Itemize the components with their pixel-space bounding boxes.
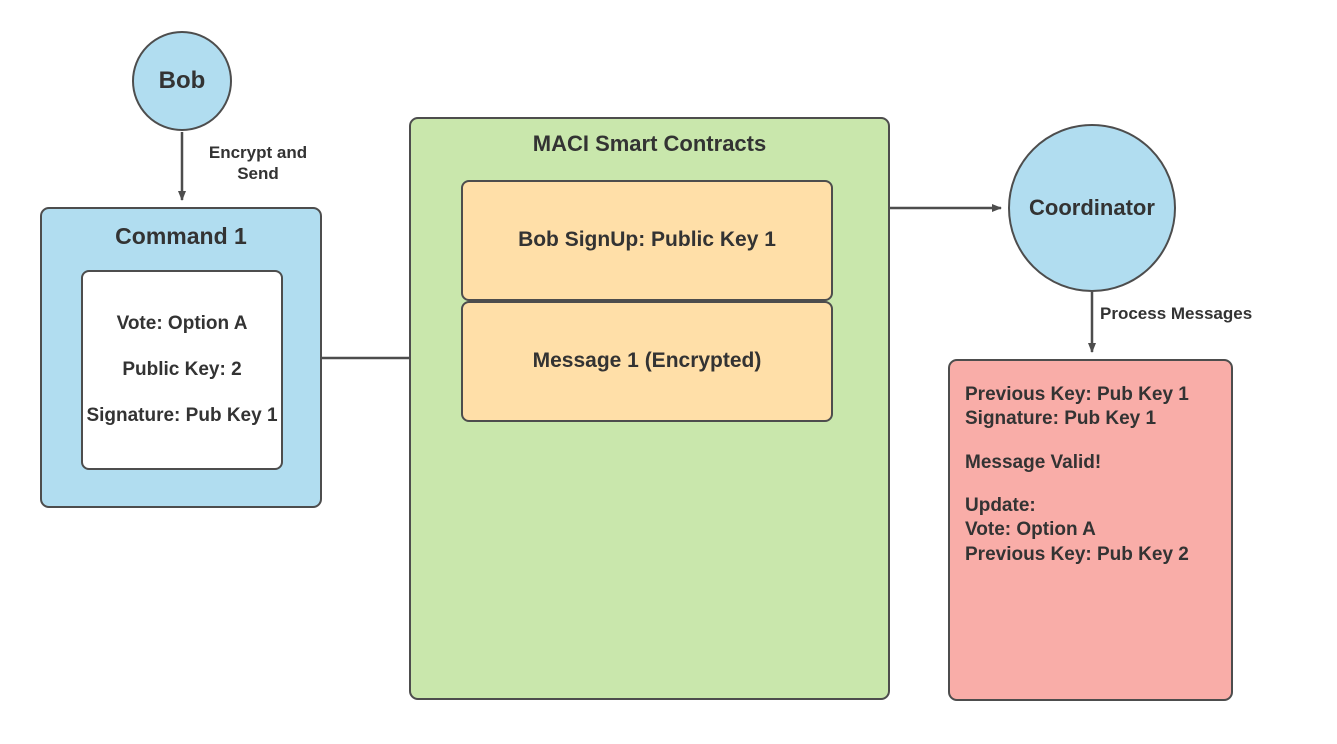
result-line-update-previous-key: Previous Key: Pub Key 2 [965,543,1189,565]
node-coordinator[interactable]: Coordinator [1008,124,1176,292]
node-maci-title: MACI Smart Contracts [532,131,767,156]
node-coordinator-label: Coordinator [1029,194,1155,220]
result-line-signature: Signature: Pub Key 1 [965,408,1157,430]
command-detail-vote: Vote: Option A [116,312,248,334]
maci-item-message-1-label: Message 1 (Encrypted) [532,349,762,373]
maci-item-bob-signup-label: Bob SignUp: Public Key 1 [518,228,776,252]
result-line-update-header: Update: [965,494,1036,516]
node-maci-smart-contracts[interactable]: MACI Smart Contracts Bob SignUp: Public … [409,117,890,700]
result-line-previous-key: Previous Key: Pub Key 1 [965,384,1189,405]
result-line-update-vote: Vote: Option A [965,519,1096,541]
node-bob-label: Bob [158,66,206,94]
node-process-result[interactable]: Previous Key: Pub Key 1 Signature: Pub K… [948,359,1233,701]
node-bob[interactable]: Bob [132,31,232,131]
edge-label-process-messages: Process Messages [1100,304,1253,323]
maci-item-message-1[interactable]: Message 1 (Encrypted) [461,301,833,422]
command-detail-signature: Signature: Pub Key 1 [86,405,278,427]
edge-label-encrypt-and-send: Encrypt and Send [208,143,308,184]
node-command-1[interactable]: Command 1 Vote: Option A Public Key: 2 S… [40,207,322,508]
node-command-1-title: Command 1 [115,223,247,249]
result-line-message-valid: Message Valid! [965,451,1102,473]
maci-item-bob-signup[interactable]: Bob SignUp: Public Key 1 [461,180,833,301]
command-1-details-box: Vote: Option A Public Key: 2 Signature: … [81,270,283,470]
command-detail-public-key: Public Key: 2 [122,358,242,380]
